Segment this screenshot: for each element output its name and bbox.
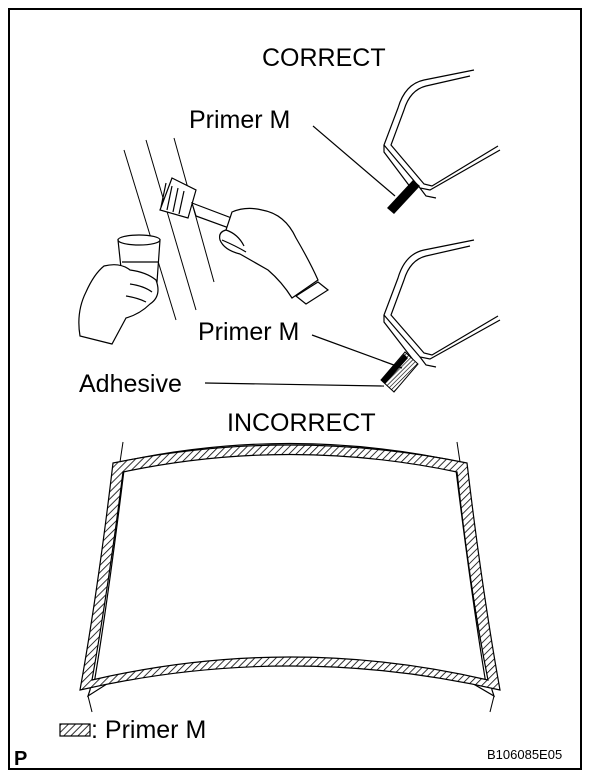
primer-band-correct: [387, 180, 420, 214]
flange-section-mid: [383, 239, 501, 368]
incorrect-heading: INCORRECT: [227, 409, 376, 437]
primer-label-top: Primer M: [189, 106, 291, 134]
legend-swatch: [59, 723, 91, 737]
leader-adhesive: [204, 382, 385, 387]
adhesive-label: Adhesive: [79, 370, 182, 398]
flange-section-correct: [383, 69, 501, 199]
primer-adhesive-band-mid: [380, 351, 419, 393]
leader-primer-mid: [311, 334, 403, 369]
windshield-body-edges: [87, 441, 495, 713]
figure-code: B106085E05: [487, 747, 563, 762]
right-hand: [219, 207, 330, 305]
legend-text: : Primer M: [91, 716, 207, 744]
primer-label-mid: Primer M: [198, 318, 300, 346]
diagram-frame: [8, 8, 582, 770]
left-hand-with-cup: [78, 234, 161, 345]
leader-primer-top: [312, 125, 396, 197]
corner-letter: P: [14, 748, 28, 770]
correct-heading: CORRECT: [262, 44, 386, 72]
primer-band-windshield: [79, 444, 501, 691]
